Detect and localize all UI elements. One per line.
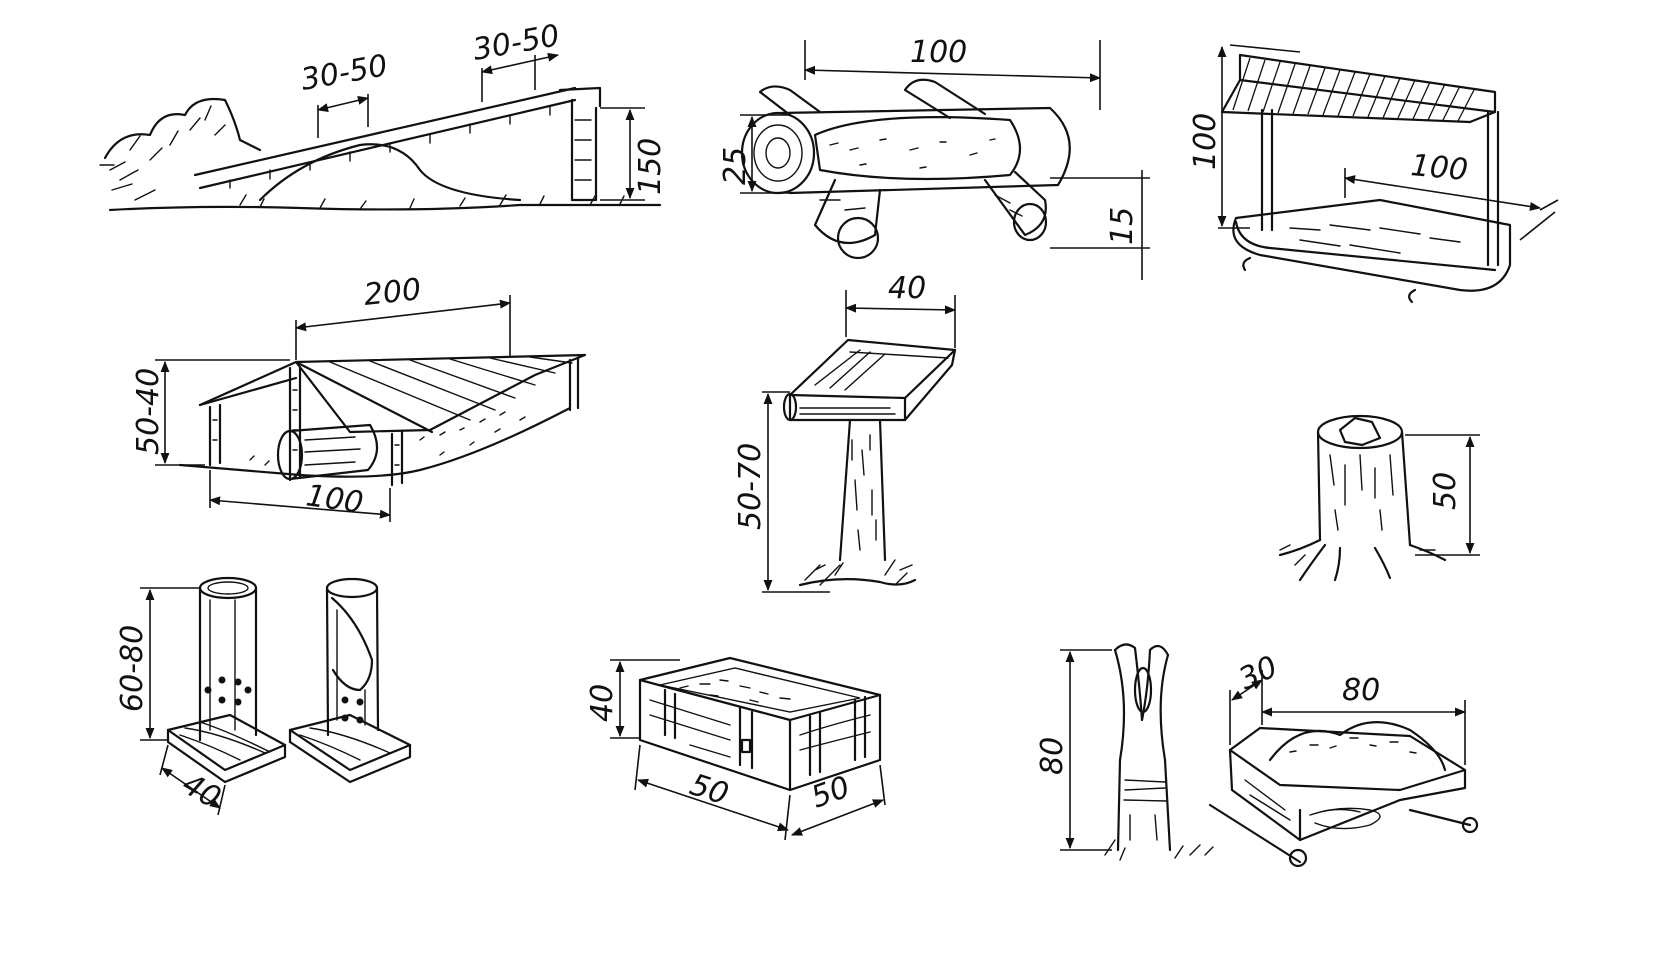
log-feeder-label-length: 100: [910, 35, 967, 70]
stand-tray-label-height: 50-70: [733, 443, 768, 530]
roofed-trough-label-width: 100: [1409, 148, 1469, 188]
stump-figure: 50: [1278, 414, 1480, 582]
box-label-depth: 50: [807, 770, 855, 816]
roofed-trough-label-height: 100: [1188, 113, 1223, 170]
stand-tray-figure: 40 50-70: [733, 271, 957, 593]
ramp-figure: 30-50 30-50 150: [99, 18, 668, 212]
box-label-height: 40: [585, 684, 620, 722]
box-label-length: 50: [686, 767, 733, 812]
log-feeder-label-height: 25: [718, 147, 753, 185]
tubes-figure: 60-80 40: [115, 576, 412, 816]
log-feeder-label-leg: 15: [1105, 207, 1140, 245]
box-figure: 40 50 50: [585, 656, 886, 841]
log-feeder-figure: 100 25 15: [718, 35, 1150, 280]
fork-feeder-label-depth: 30: [1234, 649, 1283, 697]
shed-label-length: 200: [362, 272, 423, 313]
fork-feeder-label-width: 80: [1342, 673, 1380, 708]
stand-tray-label-width: 40: [888, 271, 926, 306]
fork-feeder-label-height: 80: [1035, 737, 1070, 775]
shed-label-depth: 100: [304, 478, 366, 521]
shed-figure: 200 50-40 100: [131, 272, 587, 522]
fork-feeder-figure: 80 30 80: [1035, 643, 1479, 868]
stump-label-height: 50: [1428, 472, 1463, 510]
tubes-label-height: 60-80: [115, 625, 150, 712]
roofed-trough-figure: 100 100: [1188, 44, 1559, 304]
ramp-label-1: 30-50: [298, 48, 390, 98]
shed-label-height: 50-40: [131, 368, 166, 455]
ramp-label-2: 30-50: [470, 18, 562, 68]
ramp-label-3: 150: [633, 138, 668, 195]
